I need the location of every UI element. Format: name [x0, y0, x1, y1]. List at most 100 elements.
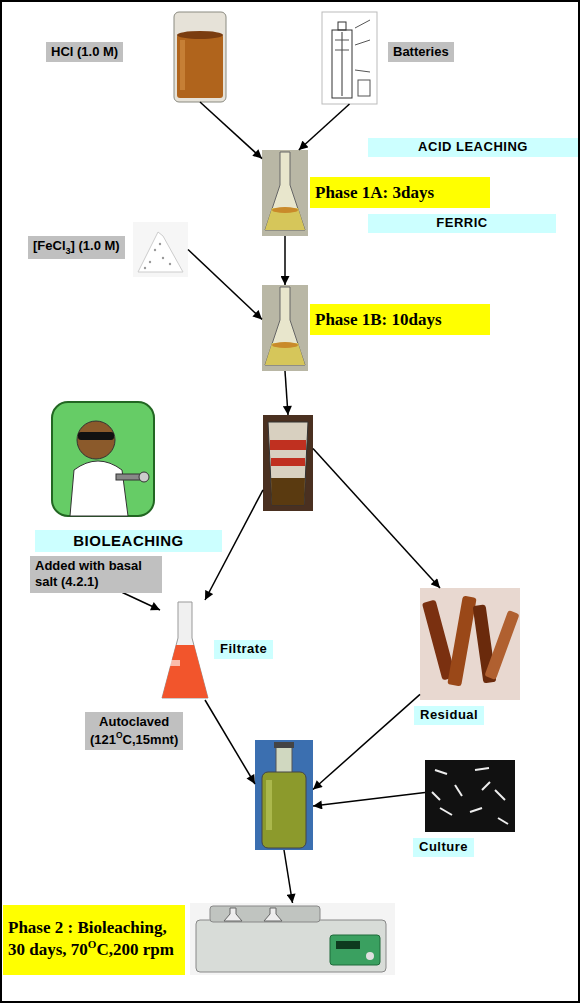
stage-label: BIOLEACHING	[35, 530, 222, 552]
beaker-photo-part	[271, 478, 305, 505]
residual-photo-part	[420, 588, 520, 700]
label-text: Batteries	[393, 44, 449, 59]
stage-label: Phase 1B: 10days	[310, 304, 490, 335]
stage-label: [FeCl3] (1.0 M)	[28, 236, 125, 259]
culture-micrograph	[425, 760, 515, 832]
culture-micrograph-part	[432, 792, 440, 800]
label-text: Phase 1B: 10days	[315, 310, 442, 329]
flow-arrow	[284, 850, 293, 903]
acid-jar-photo-part	[180, 40, 185, 90]
acid-jar-photo	[174, 12, 226, 102]
residual-photo-part	[447, 595, 476, 686]
stage-label: Filtrate	[214, 640, 273, 659]
residual-photo-part	[484, 610, 519, 680]
flow-arrow	[200, 102, 262, 159]
label-text: C,200 rpm	[96, 940, 173, 959]
label-text: HCl (1.0 M)	[51, 44, 118, 59]
filtrate-flask-photo-part	[162, 602, 208, 698]
medium-bottle-photo	[255, 740, 313, 850]
culture-micrograph-part	[495, 790, 505, 800]
powder-photo-part	[169, 263, 171, 265]
flask-photo-part	[272, 342, 298, 348]
culture-micrograph-part	[498, 818, 508, 824]
reagent-powder: [FeCl3] (1.0 M)	[133, 222, 188, 277]
flow-arrow	[313, 694, 420, 789]
acid-jar-photo-part	[177, 31, 223, 39]
beaker-photo-part	[268, 422, 308, 505]
scientist-icon-part	[52, 402, 154, 516]
battery-drawing-part	[355, 70, 370, 72]
shaker-incubator-photo-part	[224, 908, 242, 921]
flow-arrow	[205, 700, 255, 784]
stage-label: Autoclaved (121OC,15mnt)	[85, 712, 183, 750]
powder-photo-part	[162, 257, 164, 259]
powder-photo-part	[144, 267, 146, 269]
acid-jar-photo-part	[177, 34, 223, 98]
scientist-icon-part	[70, 461, 128, 516]
shaker-incubator-photo-part	[264, 908, 282, 921]
powder-photo-part	[138, 232, 183, 272]
culture-micrograph-part	[470, 808, 482, 812]
filtrate-flask-photo-part	[162, 645, 208, 698]
flask-photo-part	[272, 207, 298, 213]
beaker-photo-part	[263, 415, 313, 511]
battery-drawing-part	[355, 20, 370, 28]
residual-photo	[420, 588, 520, 700]
culture-micrograph-part	[435, 770, 447, 774]
filtrate-flask-photo	[160, 600, 210, 700]
battery-drawing-part	[335, 50, 349, 51]
filtrate-flask-photo-part	[160, 600, 210, 700]
label-text: Autoclaved	[90, 714, 178, 730]
stage-band: FERRIC	[368, 214, 556, 233]
flow-arrow	[285, 371, 288, 415]
flask-photo-part	[265, 208, 305, 230]
stage-band: ACID LEACHING	[368, 138, 578, 157]
scientist-icon-part	[77, 421, 115, 459]
label-text: (121	[90, 732, 116, 747]
culture-micrograph-part	[425, 760, 515, 832]
battery-drawing-part	[338, 22, 346, 30]
leaching-flask: Phase 1A: 3days	[262, 150, 308, 236]
process-box: Added with basal salt (4.2.1)	[30, 556, 162, 593]
culture-micrograph-part	[475, 768, 489, 770]
label-text: Residual	[420, 707, 478, 722]
culture-micrograph-part	[440, 808, 452, 815]
filtrate-flask-photo-part	[170, 660, 180, 666]
shaker-incubator-photo-part	[330, 935, 380, 965]
flow-arrow	[188, 250, 262, 320]
label-text: ACID LEACHING	[418, 139, 528, 154]
culture-sample: Culture	[425, 760, 515, 832]
stage-label: Culture	[413, 838, 474, 857]
label-text: O	[116, 730, 123, 740]
battery-drawing-part	[335, 40, 349, 41]
shaker-incubator-photo-part	[190, 903, 395, 975]
leaching-flask: Phase 1B: 10days	[262, 285, 308, 371]
battery-drawing	[322, 12, 377, 104]
label-text: FERRIC	[436, 215, 487, 230]
stage-label: HCl (1.0 M)	[46, 42, 123, 62]
shaker-incubator-photo-part	[196, 920, 386, 972]
flow-arrow	[299, 104, 350, 150]
residual-solids: Residual	[420, 588, 520, 700]
culture-micrograph-part	[482, 782, 490, 790]
flow-arrow	[313, 792, 425, 806]
label-text: Added with basal salt (4.2.1)	[35, 558, 142, 589]
stage-label: Residual	[414, 706, 484, 725]
flow-arrow	[313, 449, 440, 588]
medium-bottle-photo-part	[266, 780, 272, 830]
scientist-icon-part	[78, 432, 114, 440]
flow-arrow	[284, 236, 286, 285]
flask-photo-part	[262, 150, 308, 236]
label-text: Filtrate	[220, 641, 267, 656]
shaker-incubator-photo-part	[336, 941, 360, 949]
powder-photo-part	[149, 261, 151, 263]
shaker-incubator-photo-part	[210, 906, 320, 922]
medium-bottle-photo-part	[255, 740, 313, 850]
label-text: C,15mnt)	[123, 732, 179, 747]
label-text: ] (1.0 M)	[71, 238, 120, 253]
filtrate-flask: Filtrate	[160, 600, 210, 700]
battery-drawing-part	[358, 80, 370, 96]
